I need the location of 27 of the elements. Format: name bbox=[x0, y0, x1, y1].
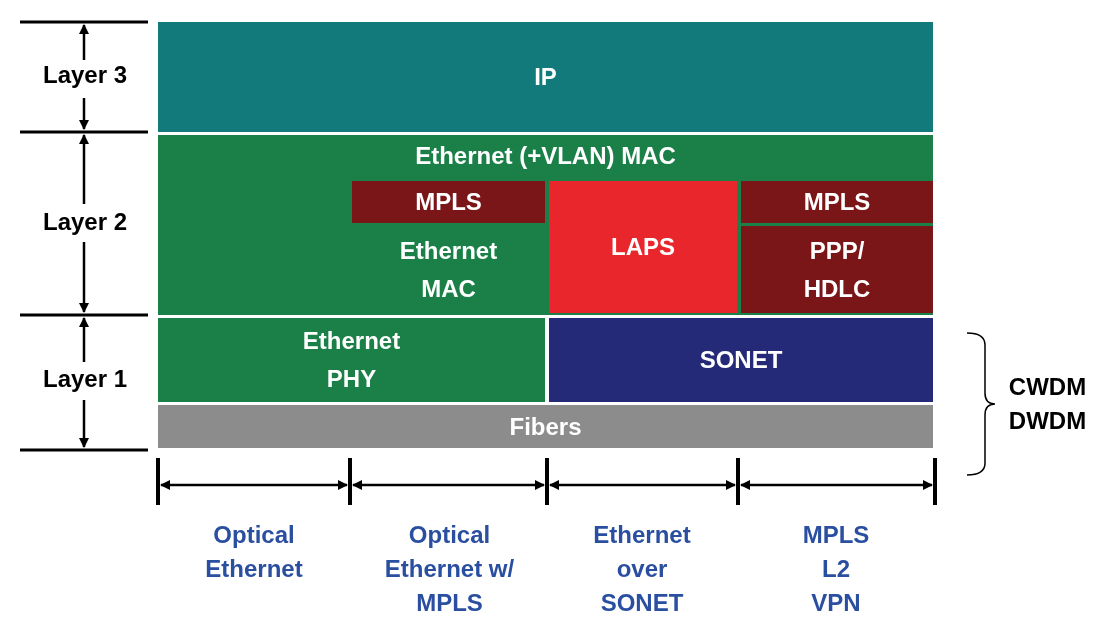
block-label: Ethernet (+VLAN) MAC bbox=[415, 141, 676, 171]
block-label: Fibers bbox=[509, 411, 582, 442]
layer-block bbox=[158, 135, 933, 315]
layer-block bbox=[158, 405, 933, 448]
column-label: Optical Ethernet bbox=[204, 520, 304, 584]
layer-block bbox=[352, 181, 545, 223]
layer-label: Layer 2 bbox=[41, 207, 129, 237]
brace-label: CWDM DWDM bbox=[1007, 372, 1088, 436]
layer-block bbox=[158, 318, 545, 402]
block-label: LAPS bbox=[611, 232, 675, 262]
block-label: MPLS bbox=[415, 187, 482, 217]
layer-block bbox=[158, 22, 933, 132]
layer-block bbox=[741, 181, 933, 223]
block-label: PPP/ HDLC bbox=[802, 235, 872, 304]
layer-label: Layer 3 bbox=[41, 60, 129, 90]
block-label: SONET bbox=[699, 345, 783, 375]
block-label: MPLS bbox=[803, 187, 871, 217]
block-label: IP bbox=[534, 62, 557, 92]
layer-label: Layer 1 bbox=[41, 364, 129, 394]
block-label: Ethernet MAC bbox=[398, 235, 499, 304]
column-label: Optical Ethernet w/ MPLS bbox=[383, 520, 516, 617]
layer-block bbox=[549, 318, 933, 402]
column-label: MPLS L2 VPN bbox=[801, 520, 871, 617]
column-label: Ethernet over SONET bbox=[592, 520, 692, 617]
layer-block bbox=[549, 181, 737, 313]
block-label: Ethernet PHY bbox=[301, 326, 402, 394]
layer-block bbox=[741, 226, 933, 313]
